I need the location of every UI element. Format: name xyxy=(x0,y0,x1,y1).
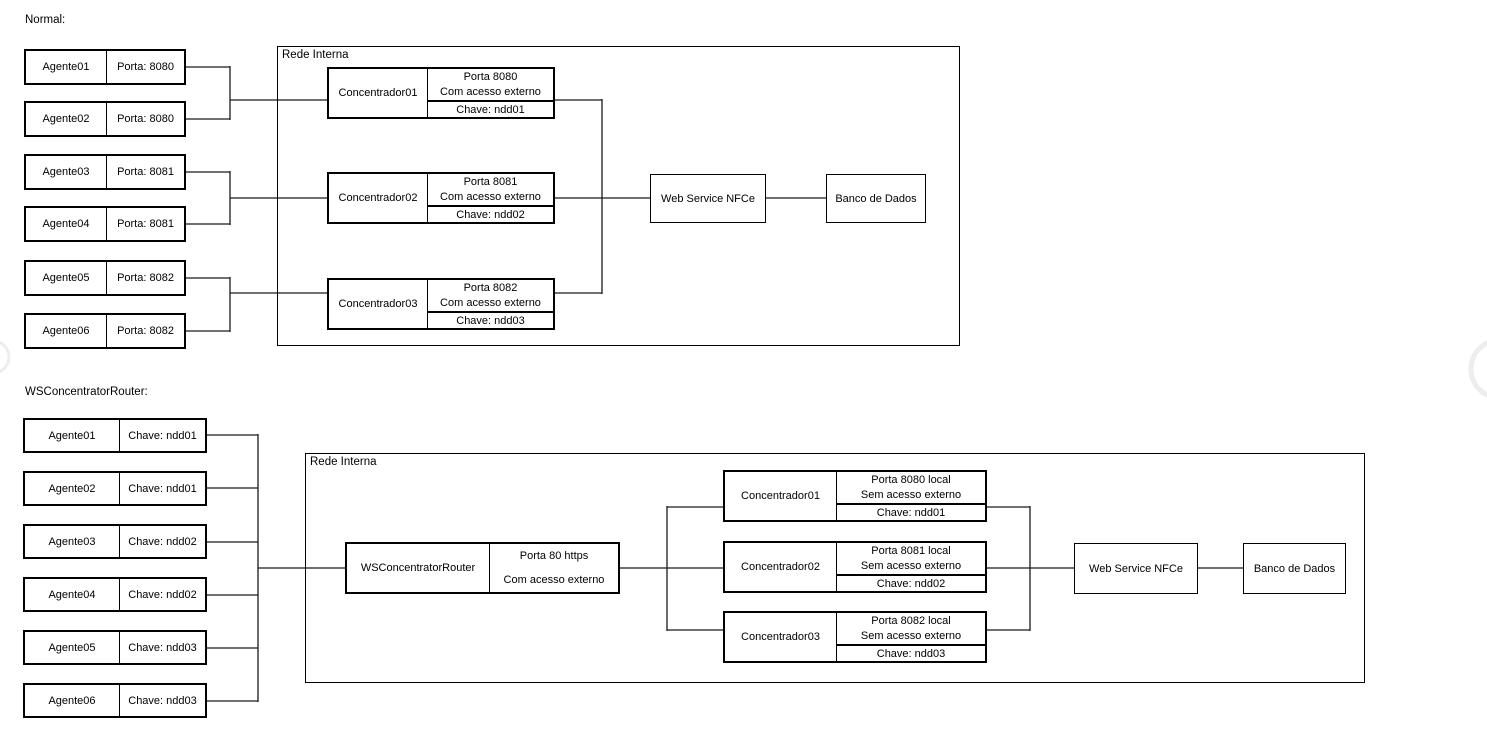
agent01-box-router: Agente01 Chave: ndd01 xyxy=(23,418,207,453)
agent-name: Agente04 xyxy=(25,579,120,610)
concentrador-port: Porta 8080 xyxy=(463,70,518,83)
agent-port: Porta: 8080 xyxy=(117,113,174,125)
concentrador-key: Chave: ndd03 xyxy=(837,644,985,661)
agent-name: Agente02 xyxy=(26,103,107,135)
rede-interna-label-router: Rede Interna xyxy=(310,456,377,468)
agent04-box-router: Agente04 Chave: ndd02 xyxy=(23,577,207,612)
concentrador-port: Porta 8081 local xyxy=(871,544,951,557)
concentrador-name: Concentrador01 xyxy=(329,69,428,117)
concentrador-key: Chave: ndd01 xyxy=(428,100,553,117)
agent-port: Porta: 8081 xyxy=(117,166,174,178)
agent-name: Agente03 xyxy=(25,526,120,557)
agent-port: Porta: 8081 xyxy=(117,218,174,230)
concentrador01-box-router: Concentrador01 Porta 8080 local Sem aces… xyxy=(723,470,987,522)
concentrador-access: Sem acesso externo xyxy=(860,630,962,643)
agent-key: Chave: ndd03 xyxy=(128,694,197,707)
webservice-box-normal: Web Service NFCe xyxy=(650,174,766,223)
agent-port: Porta: 8080 xyxy=(117,61,174,73)
agent-name: Agente06 xyxy=(25,685,120,716)
concentrador-key: Chave: ndd01 xyxy=(837,503,985,520)
agent-port: Porta: 8082 xyxy=(117,325,174,337)
router-name: WSConcentratorRouter xyxy=(347,544,490,592)
agent01-box-normal: Agente01 Porta: 8080 xyxy=(24,49,186,85)
concentrador02-box-router: Concentrador02 Porta 8081 local Sem aces… xyxy=(723,541,987,593)
normal-diagram-wires xyxy=(186,66,826,332)
diagram-title-normal: Normal: xyxy=(25,14,66,26)
agent05-box-normal: Agente05 Porta: 8082 xyxy=(24,260,186,296)
edge-artifact-left xyxy=(0,340,11,374)
agent-name: Agente04 xyxy=(26,208,107,240)
agent05-box-router: Agente05 Chave: ndd03 xyxy=(23,630,207,665)
concentrador-access: Sem acesso externo xyxy=(860,489,962,502)
agent03-box-router: Agente03 Chave: ndd02 xyxy=(23,524,207,559)
agent-key: Chave: ndd03 xyxy=(128,641,197,654)
agent-port: Porta: 8082 xyxy=(117,272,174,284)
concentrador-port: Porta 8082 local xyxy=(871,614,951,627)
diagram-title-router: WSConcentratorRouter: xyxy=(25,386,148,398)
webservice-label: Web Service NFCe xyxy=(1089,562,1183,575)
concentrador-access: Com acesso externo xyxy=(440,191,541,204)
concentrador03-box-router: Concentrador03 Porta 8082 local Sem aces… xyxy=(723,611,987,663)
concentrador-key: Chave: ndd02 xyxy=(837,574,985,591)
concentrador01-box-normal: Concentrador01 Porta 8080 Com acesso ext… xyxy=(327,67,555,119)
agent04-box-normal: Agente04 Porta: 8081 xyxy=(24,206,186,242)
database-box-normal: Banco de Dados xyxy=(826,174,926,223)
agent03-box-normal: Agente03 Porta: 8081 xyxy=(24,154,186,190)
concentrador-access: Sem acesso externo xyxy=(860,560,962,573)
concentrador-name: Concentrador03 xyxy=(725,613,837,661)
agent-key: Chave: ndd02 xyxy=(128,535,197,548)
concentrador-key: Chave: ndd02 xyxy=(428,205,553,222)
router-access: Com acesso externo xyxy=(503,574,605,586)
agent-name: Agente05 xyxy=(25,632,120,663)
webservice-label: Web Service NFCe xyxy=(661,192,755,205)
agent02-box-normal: Agente02 Porta: 8080 xyxy=(24,101,186,137)
rede-interna-box-router: Rede Interna xyxy=(305,453,1365,683)
agent-name: Agente03 xyxy=(26,156,107,188)
webservice-box-router: Web Service NFCe xyxy=(1074,543,1198,594)
database-box-router: Banco de Dados xyxy=(1243,543,1346,594)
concentrador-name: Concentrador02 xyxy=(725,543,837,591)
agent02-box-router: Agente02 Chave: ndd01 xyxy=(23,471,207,506)
agent-key: Chave: ndd02 xyxy=(128,588,197,601)
database-label: Banco de Dados xyxy=(835,192,917,205)
concentrador-key: Chave: ndd03 xyxy=(428,311,553,328)
agent-name: Agente06 xyxy=(26,315,107,347)
agent-key: Chave: ndd01 xyxy=(128,429,197,442)
rede-interna-box-normal: Rede Interna xyxy=(277,46,960,346)
edge-artifact-right xyxy=(1468,340,1487,398)
concentrador-access: Com acesso externo xyxy=(440,297,541,310)
rede-interna-label-normal: Rede Interna xyxy=(282,49,349,61)
concentrador03-box-normal: Concentrador03 Porta 8082 Com acesso ext… xyxy=(327,278,555,330)
agent06-box-router: Agente06 Chave: ndd03 xyxy=(23,683,207,718)
database-label: Banco de Dados xyxy=(1253,562,1336,575)
concentrador-port: Porta 8081 xyxy=(463,175,518,188)
agent-name: Agente02 xyxy=(25,473,120,504)
router-diagram-wires xyxy=(207,434,1243,702)
agent-name: Agente01 xyxy=(25,420,120,451)
concentrador-access: Com acesso externo xyxy=(440,86,541,99)
router-port: Porta 80 https xyxy=(519,550,589,562)
agent-name: Agente01 xyxy=(26,51,107,83)
concentrador-name: Concentrador02 xyxy=(329,174,428,222)
concentrador-name: Concentrador03 xyxy=(329,280,428,328)
wsconcentratorrouter-box: WSConcentratorRouter Porta 80 https Com … xyxy=(345,542,620,594)
concentrador-port: Porta 8082 xyxy=(463,281,518,294)
agent-name: Agente05 xyxy=(26,262,107,294)
agent-key: Chave: ndd01 xyxy=(128,482,197,495)
concentrador02-box-normal: Concentrador02 Porta 8081 Com acesso ext… xyxy=(327,172,555,224)
concentrador-port: Porta 8080 local xyxy=(871,473,951,486)
agent06-box-normal: Agente06 Porta: 8082 xyxy=(24,313,186,349)
concentrador-name: Concentrador01 xyxy=(725,472,837,520)
